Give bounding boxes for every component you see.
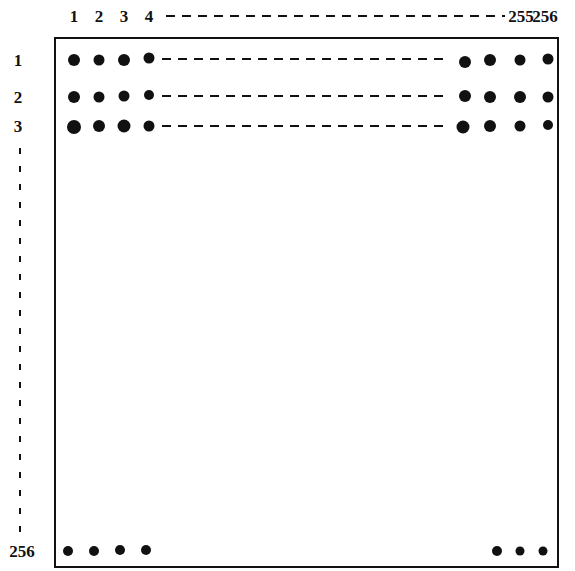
column-number: 255 — [508, 8, 534, 25]
column-number: 1 — [70, 8, 79, 25]
row-number: 2 — [14, 89, 23, 106]
column-number: 3 — [120, 8, 129, 25]
column-number: 4 — [145, 8, 154, 25]
dot-matrix — [63, 53, 554, 557]
grid-frame — [55, 38, 558, 567]
row-number: 256 — [9, 543, 35, 560]
row-number: 3 — [14, 118, 23, 135]
row-number: 1 — [14, 52, 23, 69]
column-number: 256 — [532, 8, 558, 25]
ellipsis-dashes — [20, 16, 505, 532]
column-number: 2 — [95, 8, 104, 25]
